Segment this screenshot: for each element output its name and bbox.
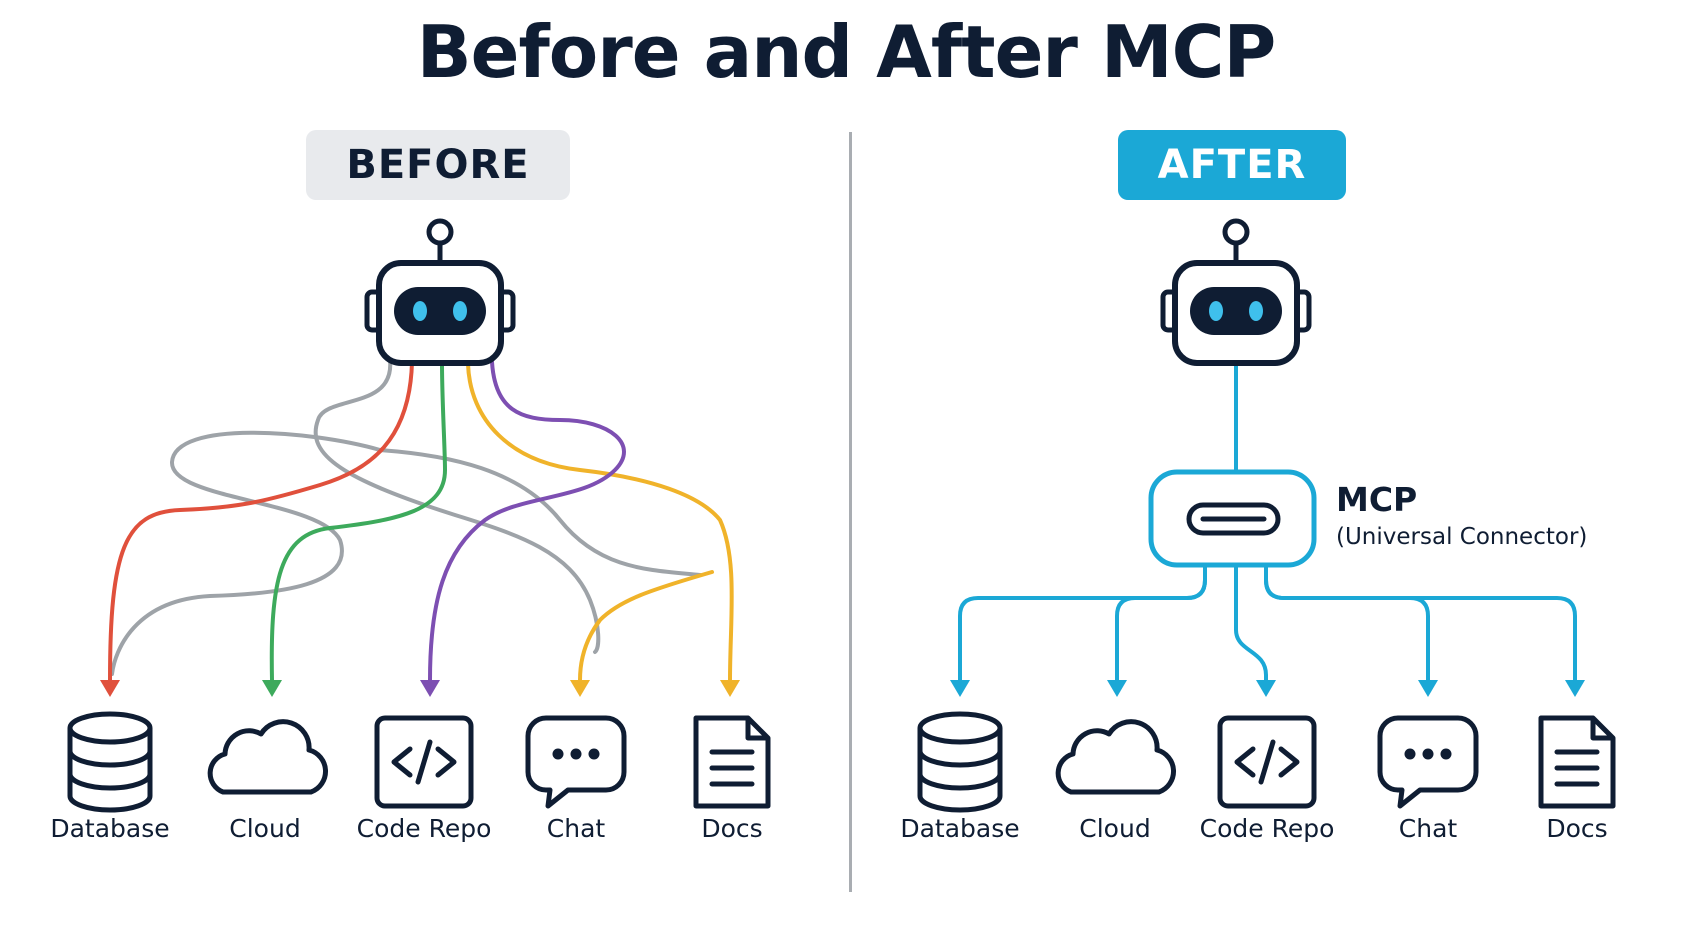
before-document-icon	[696, 718, 768, 806]
gray-line-mid	[378, 448, 702, 577]
after-badge: AFTER	[1118, 130, 1346, 200]
mcp-title: MCP	[1336, 480, 1418, 519]
before-label-cloud: Cloud	[229, 814, 301, 843]
mcp-to-chat-line	[1264, 563, 1430, 682]
mcp-connector-box	[1148, 469, 1317, 568]
after-connector-lines	[958, 362, 1577, 682]
after-arrowheads	[950, 680, 1585, 697]
before-chat-icon	[528, 718, 624, 806]
before-tangled-lines	[108, 358, 734, 682]
after-label-docs: Docs	[1546, 814, 1608, 843]
green-line-cloud	[269, 362, 448, 682]
before-badge: BEFORE	[306, 130, 570, 200]
red-line-database	[108, 360, 414, 682]
before-label-docs: Docs	[701, 814, 763, 843]
before-cloud-icon	[210, 722, 325, 792]
before-label-database: Database	[50, 814, 170, 843]
divider	[849, 132, 852, 892]
yellow-line-docs	[466, 362, 734, 682]
after-robot-icon	[1163, 221, 1309, 363]
mcp-subtitle: (Universal Connector)	[1336, 524, 1588, 550]
after-document-icon	[1541, 718, 1613, 806]
page-title: Before and After MCP	[416, 10, 1276, 94]
before-robot-icon	[367, 221, 513, 363]
yellow-line-chat	[578, 570, 714, 682]
purple-line-coderepo	[428, 360, 626, 682]
mcp-to-database-line	[958, 563, 1207, 682]
gray-line-database	[313, 358, 601, 654]
mcp-to-cloud-line	[1115, 578, 1207, 682]
before-database-icon	[70, 714, 150, 810]
after-code-icon	[1220, 718, 1314, 806]
before-label-chat: Chat	[546, 814, 606, 843]
mcp-to-docs-line	[1264, 578, 1577, 682]
after-label-chat: Chat	[1398, 814, 1458, 843]
after-label-database: Database	[900, 814, 1020, 843]
after-chat-icon	[1380, 718, 1476, 806]
after-label-cloud: Cloud	[1079, 814, 1151, 843]
after-database-icon	[920, 714, 1000, 810]
before-code-icon	[377, 718, 471, 806]
before-arrowheads	[100, 680, 740, 697]
mcp-to-coderepo-line	[1234, 563, 1268, 682]
after-cloud-icon	[1058, 722, 1173, 792]
after-label-code-repo: Code Repo	[1199, 814, 1335, 843]
before-label-code-repo: Code Repo	[356, 814, 492, 843]
